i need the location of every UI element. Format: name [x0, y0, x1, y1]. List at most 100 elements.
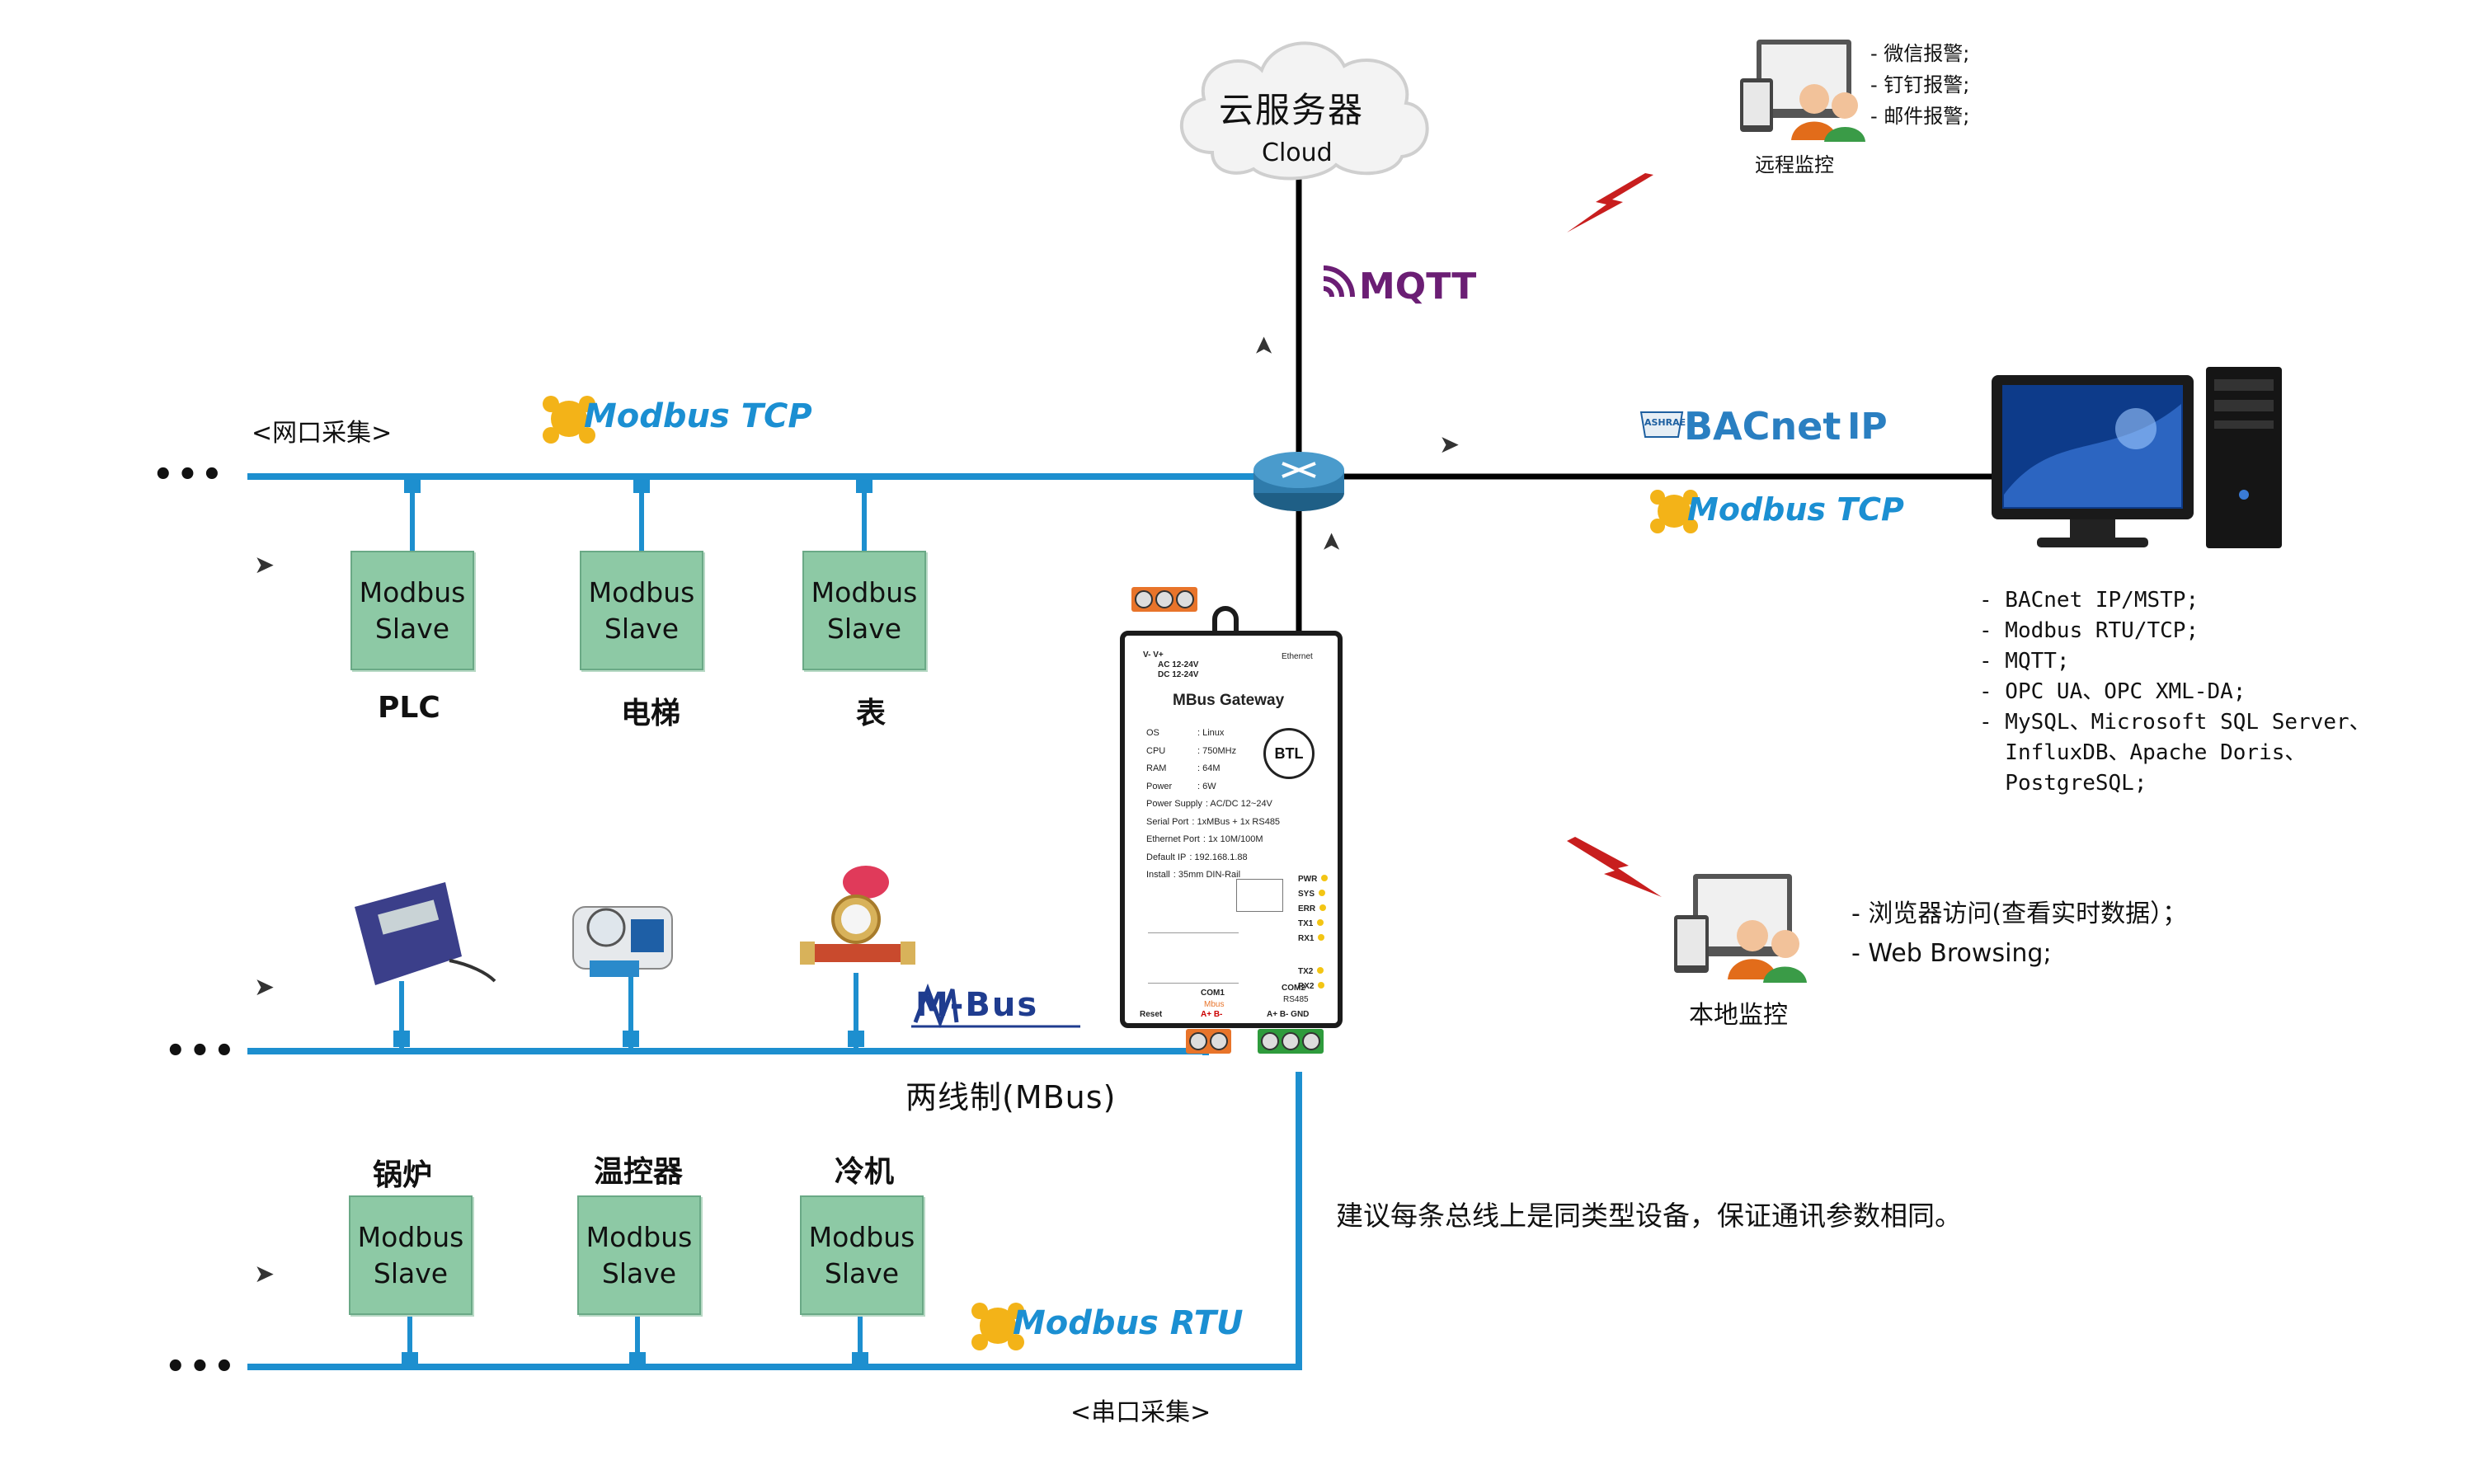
protocol-item: - BACnet IP/MSTP; — [1979, 588, 2199, 613]
gw-led-row: RX1 — [1298, 934, 1325, 943]
led-indicator-icon — [1317, 967, 1324, 974]
gw-com2-sub: RS485 — [1283, 995, 1309, 1004]
gw-spec-key: Serial Port — [1146, 816, 1189, 827]
rtu-bus-ellipsis: ••• — [165, 1348, 238, 1386]
alarm-item: - 邮件报警; — [1870, 105, 1970, 128]
slave-line2: Slave — [824, 1256, 900, 1289]
gw-spec-row: Default IP: 192.168.1.88 — [1146, 852, 1248, 862]
modbus-rtu-label: Modbus RTU — [1013, 1304, 1244, 1342]
lightning-icon-top — [1567, 173, 1653, 232]
cloud-subtitle: Cloud — [1262, 139, 1333, 167]
arrow-icon: ➤ — [1439, 430, 1460, 459]
gw-led-row: TX2 — [1298, 967, 1324, 976]
gw-spec-value: : 1x 10M/100M — [1202, 834, 1263, 844]
remote-monitor-icon — [1740, 40, 1865, 142]
tcp-slave-plc: Modbus Slave — [350, 551, 474, 670]
ashrae-logo-icon — [1639, 411, 1684, 438]
gw-spec-key: RAM — [1146, 763, 1167, 773]
water-meter-icon-3 — [800, 866, 915, 965]
gw-spec-key: Install — [1146, 870, 1170, 880]
modbus-logo-icon-top — [543, 396, 595, 444]
desktop-computer-icon — [1992, 367, 2282, 548]
gw-com2-label: COM2 — [1282, 984, 1305, 993]
rs485-terminal — [1258, 1029, 1324, 1054]
led-indicator-icon — [1321, 875, 1329, 881]
gw-led-row: ERR — [1298, 904, 1327, 913]
slave-line1: Modbus — [586, 1220, 693, 1253]
gw-spec-value: : 35mm DIN-Rail — [1173, 870, 1241, 880]
mbus-ellipsis: ••• — [165, 1032, 238, 1070]
laptop-diagram-icon — [1236, 879, 1283, 912]
gw-ethernet-label: Ethernet — [1282, 652, 1313, 661]
mount-hook-icon — [1212, 606, 1239, 632]
slave-line1: Modbus — [359, 575, 466, 608]
modbus-tcp-label-right: Modbus TCP — [1687, 491, 1904, 528]
slave-line1: Modbus — [811, 575, 918, 608]
alarm-item: - 微信报警; — [1870, 42, 1970, 65]
gw-spec-value: : 192.168.1.88 — [1189, 852, 1248, 862]
gw-spec-row: Install: 35mm DIN-Rail — [1146, 870, 1240, 880]
water-meter-icon-1 — [355, 882, 496, 985]
local-feature-item: - 浏览器访问(查看实时数据）； — [1851, 899, 2188, 928]
bacnet-ip-label: IP — [1847, 406, 1888, 448]
protocol-item: - MySQL、Microsoft SQL Server、 — [1979, 710, 2371, 735]
gw-led-label: TX2 — [1298, 967, 1314, 976]
tcp-slave-elevator: Modbus Slave — [580, 551, 703, 670]
gw-led-row: PWR — [1298, 875, 1329, 884]
ashrae-label: ASHRAE — [1644, 417, 1686, 428]
gw-spec-value: : 6W — [1197, 781, 1216, 791]
gw-spec-value: : 64M — [1197, 763, 1221, 773]
gw-com2-pins: A+ B- GND — [1267, 1010, 1310, 1019]
arrow-icon: ➤ — [1249, 335, 1279, 357]
gw-spec-row: Power: 6W — [1146, 782, 1216, 791]
mbus-gateway-device: V- V+ AC 12-24V DC 12-24V Ethernet MBus … — [1120, 631, 1343, 1028]
gw-power-dc: DC 12-24V — [1158, 670, 1199, 679]
modbus-logo-icon-rtu — [971, 1303, 1024, 1350]
device-caption: 电梯 — [621, 697, 681, 730]
cloud-title: 云服务器 — [1219, 90, 1365, 130]
gw-spec-row: Power Supply: AC/DC 12~24V — [1146, 799, 1272, 809]
arrow-icon: ➤ — [1317, 531, 1347, 553]
gw-led-row: SYS — [1298, 890, 1326, 899]
gw-led-label: RX1 — [1298, 934, 1315, 943]
protocol-item: - Modbus RTU/TCP; — [1979, 618, 2199, 643]
gw-wiring-diagram — [1148, 932, 1239, 984]
protocol-item: - MQTT; — [1979, 649, 2070, 674]
mqtt-logo-icon — [1323, 265, 1355, 298]
gw-spec-row: OS: Linux — [1146, 728, 1224, 738]
mbus-logo-icon — [911, 983, 1080, 1029]
tcp-slave-meter: Modbus Slave — [802, 551, 926, 670]
arrow-icon: ➤ — [254, 1260, 275, 1289]
gw-spec-row: Ethernet Port: 1x 10M/100M — [1146, 834, 1263, 844]
slave-line2: Slave — [373, 1256, 449, 1289]
gw-title: MBus Gateway — [1173, 692, 1285, 709]
gw-spec-row: CPU: 750MHz — [1146, 746, 1236, 756]
slave-line2: Slave — [374, 612, 450, 645]
rtu-slave-chiller: Modbus Slave — [800, 1195, 924, 1315]
gw-reset-label: Reset — [1140, 1010, 1163, 1019]
remote-monitor-label: 远程监控 — [1755, 153, 1834, 176]
slave-line1: Modbus — [357, 1220, 464, 1253]
router-icon — [1253, 452, 1344, 511]
led-indicator-icon — [1319, 890, 1326, 896]
gw-spec-key: OS — [1146, 728, 1159, 738]
led-indicator-icon — [1317, 919, 1324, 926]
local-feature-item: - Web Browsing; — [1851, 939, 2052, 968]
gw-spec-key: Ethernet Port — [1146, 834, 1200, 844]
led-indicator-icon — [1319, 904, 1327, 911]
led-indicator-icon — [1318, 982, 1325, 989]
arrow-icon: ➤ — [254, 973, 275, 1002]
local-monitor-icon — [1674, 874, 1807, 983]
tcp-bus-ellipsis: ••• — [153, 456, 226, 494]
protocol-list: - BACnet IP/MSTP; - Modbus RTU/TCP; - MQTT… — [1979, 585, 2371, 799]
gw-spec-value: : AC/DC 12~24V — [1205, 799, 1272, 809]
gw-spec-row: RAM : 64M — [1146, 763, 1221, 773]
rtu-slave-thermostat: Modbus Slave — [577, 1195, 701, 1315]
slave-line2: Slave — [826, 612, 902, 645]
gw-led-label: RX2 — [1298, 982, 1315, 991]
slave-line1: Modbus — [588, 575, 695, 608]
protocol-item: InfluxDB、Apache Doris、 — [1979, 740, 2307, 765]
gw-spec-key: Power Supply — [1146, 799, 1202, 809]
gw-power-pins: V- V+ — [1143, 650, 1164, 660]
